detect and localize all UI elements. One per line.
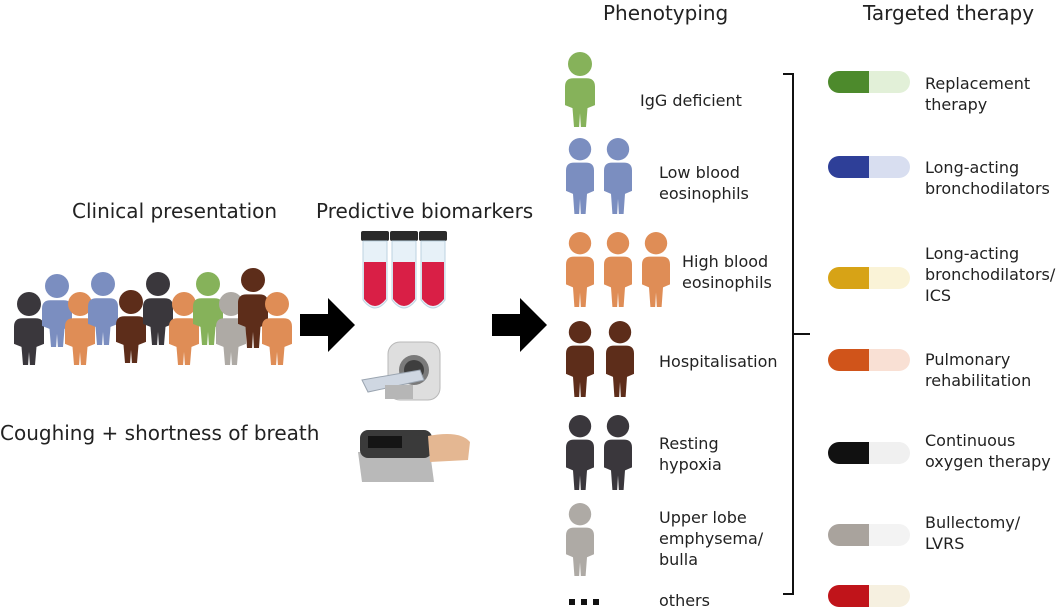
crowd-person	[262, 292, 292, 365]
ellipsis-dot-icon	[593, 599, 599, 605]
clinical-caption: Coughing + shortness of breath	[0, 421, 320, 445]
crowd-person	[216, 292, 246, 365]
capsule-icon	[828, 585, 910, 607]
crowd-person	[169, 292, 199, 365]
capsule-icon	[828, 267, 910, 289]
crowd-person	[42, 274, 72, 347]
phenotype-label-igg: IgG deficient	[640, 91, 742, 110]
phenotype-person-high-eos	[604, 232, 632, 307]
phenotype-person-hospitalisation	[606, 321, 634, 397]
pulse-oximeter-icon	[358, 430, 470, 482]
crowd-person	[14, 292, 44, 365]
header-predictive-biomarkers: Predictive biomarkers	[316, 199, 534, 223]
capsule-icon	[828, 71, 910, 93]
phenotype-person-igg	[565, 52, 595, 127]
therapy-label-bullectomy: Bullectomy/LVRS	[925, 513, 1021, 553]
phenotype-label-others: others	[659, 591, 710, 610]
capsule-icon	[828, 156, 910, 178]
capsule-icon	[828, 524, 910, 546]
crowd-person	[88, 272, 118, 345]
phenotype-person-hypoxia	[566, 415, 594, 490]
ct-scanner-icon	[361, 341, 441, 401]
phenotype-person-high-eos	[566, 232, 594, 307]
phenotype-person-hypoxia	[604, 415, 632, 490]
crowd-person	[65, 292, 95, 365]
blood-test-tube-icon	[390, 231, 418, 309]
crowd-person	[238, 268, 268, 348]
blood-test-tube-icon	[419, 231, 447, 309]
phenotype-person-hospitalisation	[566, 321, 594, 397]
ellipsis-dot-icon	[581, 599, 587, 605]
crowd-person	[143, 272, 173, 345]
capsule-icon	[828, 349, 910, 371]
phenotype-person-low-eos	[566, 138, 594, 214]
arrow-to-phenotyping-icon	[492, 298, 547, 352]
phenotype-label-hospitalisation: Hospitalisation	[659, 352, 778, 371]
blood-test-tube-icon	[361, 231, 389, 309]
phenotype-person-high-eos	[642, 232, 670, 307]
ellipsis-dot-icon	[569, 599, 575, 605]
phenotype-person-low-eos	[604, 138, 632, 214]
arrow-to-biomarkers-icon	[300, 298, 355, 352]
header-phenotyping: Phenotyping	[603, 1, 729, 25]
crowd-person	[116, 290, 146, 363]
capsule-icon	[828, 442, 910, 464]
crowd-person	[193, 272, 223, 345]
header-clinical-presentation: Clinical presentation	[72, 199, 278, 223]
header-targeted-therapy: Targeted therapy	[863, 1, 1035, 25]
phenotype-person-emphysema	[566, 503, 594, 576]
bracket-connector	[783, 73, 810, 595]
